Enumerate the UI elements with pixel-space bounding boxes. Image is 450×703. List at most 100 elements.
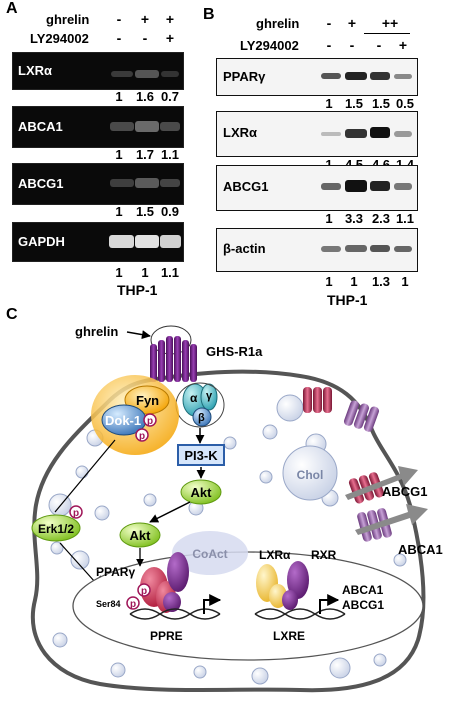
band [135,235,159,248]
target-abca1-label: ABCA1 [342,583,384,597]
panel-b-value: 1 [325,211,333,226]
coact-label: CoAct [192,547,227,561]
blot-label: PPARγ [223,69,266,84]
panel-a-value: 1 [115,265,123,280]
panel-a-value: 1.7 [135,147,155,162]
abca1-membrane-label: ABCA1 [398,542,443,557]
panel-b-letter: B [203,6,215,23]
abca1-transporter [355,504,428,542]
panel-a-ly-sign: - [116,30,122,46]
pparg-phospho-label: p [141,586,147,597]
fyn-label: Fyn [136,393,159,408]
band [394,183,412,190]
panel-a-value: 0.9 [160,204,180,219]
lxr-rxr-complex [256,561,309,610]
band [110,122,134,131]
panel-a-cell-line: THP-1 [117,282,158,298]
pparg-phospho-label: p [130,599,136,610]
chol-label: Chol [297,468,324,482]
panel-b-ghrelin-sign: ++ [381,15,399,31]
panel-a-blot-gapdh: GAPDH [12,222,184,262]
panel-b-ghrelin-label: ghrelin [256,16,300,31]
pparg-label: PPARγ [96,565,135,579]
panel-a-value: 1.6 [135,89,155,104]
dok-label: Dok-1 [105,413,141,428]
panel-a-value: 1 [115,89,123,104]
band [321,73,341,79]
band [161,71,179,77]
band [394,74,412,79]
panel-b-cell-line: THP-1 [327,292,368,308]
band [370,72,390,80]
panel-a-ghrelin-sign: - [116,11,122,27]
band [160,179,180,187]
panel-b-ly-label: LY294002 [240,38,299,53]
band [394,246,412,252]
band [370,127,390,138]
ghrelin-label: ghrelin [75,324,118,339]
band [321,132,341,136]
g-gamma-label: γ [206,390,213,402]
band [111,71,133,77]
panel-b-value: 0.5 [395,96,415,111]
ppre-transcription-arrow [203,594,222,614]
fyn-dok-complex [91,375,179,455]
blot-label: GAPDH [18,234,65,249]
blot-label: ABCA1 [18,119,63,134]
abcg1-membrane-label: ABCG1 [382,484,428,499]
blot-label: ABCG1 [223,179,269,194]
band [321,246,341,252]
panel-a-value: 1.5 [135,204,155,219]
panel-b-value: 1 [325,96,333,111]
lxra-label: LXRα [259,548,291,562]
panel-b-ly-sign: - [349,37,355,53]
panel-b-blot-beta-actin: β-actin [216,228,418,272]
g-protein [175,382,225,428]
panel-b-ly-sign: - [326,37,332,53]
panel-a-value: 1.1 [160,265,180,280]
band [370,181,390,191]
band [321,183,341,190]
panel-a-value: 1 [115,204,123,219]
panel-a-ly-sign: + [165,30,175,46]
band [135,178,159,188]
cholesterol-pool [282,445,338,501]
blot-label: LXRα [223,125,257,140]
band [109,235,134,248]
panel-b-value: 1 [315,157,343,172]
g-alpha-label: α [190,391,198,405]
band [394,131,412,137]
blot-label: β-actin [223,241,266,256]
panel-a-value: 1.1 [160,147,180,162]
band [345,180,367,192]
panel-a-ghrelin-label: ghrelin [46,12,90,27]
erk-label: Erk1/2 [38,522,74,536]
band [345,245,367,252]
lxre-label: LXRE [273,629,305,643]
panel-b-ghrelin-sign: - [326,15,332,31]
panel-a-value: 0.7 [160,89,180,104]
abcg1-transporter [345,466,418,504]
panel-a-blot-lxra: LXRα [12,52,184,90]
band [110,179,134,187]
erk-to-ppar-inhibition [59,542,96,583]
panel-b-value: 3.3 [344,211,364,226]
panel-b-value: 1.5 [371,96,391,111]
lxre-dna [254,608,346,620]
pathway-diagram: Chol ABCG1 ABCA1 ghrelin GHS-R1a [30,324,443,693]
membrane-transporter-top [303,387,380,432]
pi3k-label: PI3-K [184,448,218,463]
g-beta-label: β [198,412,205,424]
panel-a-ly-sign: - [142,30,148,46]
blot-label: ABCG1 [18,176,64,191]
akt-cytoplasmic [180,479,222,505]
panel-b-ghrelin-sign: + [347,15,357,31]
band [345,72,367,80]
panel-a-blot-abcg1: ABCG1 [12,163,184,205]
band [345,129,367,138]
panel-a-ghrelin-sign: + [165,11,175,27]
ghs-r1a-label: GHS-R1a [206,344,263,359]
pparg-complex [126,552,189,613]
akt-nuclear-label: Akt [130,528,152,543]
rxr-label: RXR [311,548,337,562]
